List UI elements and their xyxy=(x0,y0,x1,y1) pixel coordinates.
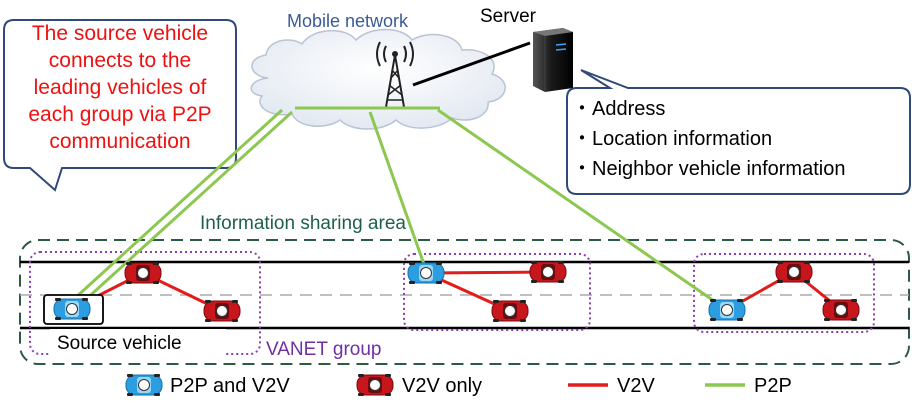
callout-line: communication xyxy=(49,130,190,153)
callout-line: The source vehicle xyxy=(32,22,208,45)
network-label: Mobile network xyxy=(287,11,409,31)
sharing-area-label: Information sharing area xyxy=(200,213,406,234)
vanet-group xyxy=(403,253,591,331)
blue-car-icon xyxy=(53,297,91,321)
red-car-icon xyxy=(491,299,529,323)
callout-right-text: ・Address ・Location information ・Neighbor… xyxy=(572,98,845,180)
legend-p2p-v2v: P2P and V2V xyxy=(170,375,290,397)
source-vehicle-label: Source vehicle xyxy=(57,333,182,354)
server-icon xyxy=(533,28,573,92)
info-item: ・Address xyxy=(572,98,665,120)
red-car-icon xyxy=(124,261,162,285)
p2p-links xyxy=(62,106,728,314)
callout-right-bubble xyxy=(566,69,911,195)
vanet-group xyxy=(29,251,261,355)
red-car-icon xyxy=(529,260,567,284)
cell-tower-icon xyxy=(376,41,414,108)
blue-car-icon xyxy=(125,373,163,397)
cloud-icon xyxy=(250,28,506,130)
legend-v2v: V2V xyxy=(617,375,655,397)
callout-left-text: The source vehicle connects to the leadi… xyxy=(28,22,211,153)
legend-p2p: P2P xyxy=(754,375,792,397)
callout-line: connects to the xyxy=(49,49,191,72)
sharing-area xyxy=(19,239,910,365)
red-car-icon xyxy=(775,260,813,284)
server-label: Server xyxy=(480,6,537,27)
callout-line: leading vehicles of xyxy=(34,76,207,99)
info-item: ・Location information xyxy=(572,128,772,150)
source-label-bg xyxy=(50,329,226,355)
info-item: ・Neighbor vehicle information xyxy=(572,158,845,180)
red-car-icon xyxy=(356,373,394,397)
server-link xyxy=(412,41,531,87)
source-vehicle xyxy=(43,294,104,325)
callout-left-bubble xyxy=(3,19,237,192)
callout-line: each group via P2P xyxy=(28,103,211,126)
road xyxy=(20,260,909,330)
vanet-group-label: VANET group xyxy=(266,339,381,360)
red-car-icon xyxy=(822,298,860,322)
vanet-group xyxy=(693,253,875,333)
blue-car-icon xyxy=(708,298,746,322)
legend-v2v-only: V2V only xyxy=(402,375,482,397)
legend: P2P and V2V V2V only V2V P2P xyxy=(125,373,792,397)
blue-car-icon xyxy=(407,261,445,285)
red-car-icon xyxy=(203,299,241,323)
